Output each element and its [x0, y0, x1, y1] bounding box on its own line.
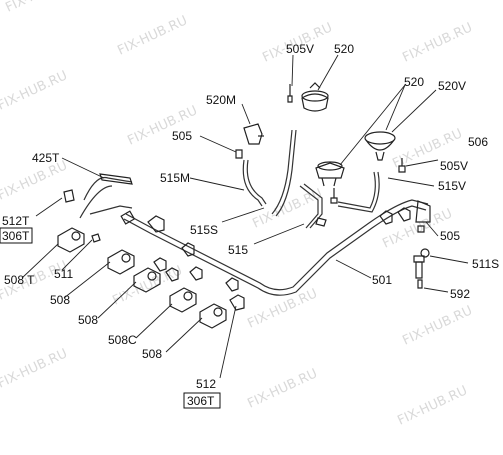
- label-520m: 520M: [206, 93, 236, 107]
- burner-cups: [243, 82, 396, 187]
- watermark: FIX-HUB.RU: [0, 346, 70, 391]
- label-505-right: 505: [440, 229, 460, 243]
- label-508-a: 508: [50, 293, 70, 307]
- watermark: FIX-HUB.RU: [3, 0, 77, 16]
- label-505-left: 505: [172, 129, 192, 143]
- boxed-labels: [0, 227, 221, 409]
- label-520-top: 520: [334, 42, 354, 56]
- watermark: FIX-HUB.RU: [0, 158, 70, 203]
- label-508-c: 508: [142, 347, 162, 361]
- label-520-right: 520: [404, 75, 424, 89]
- label-592: 592: [450, 287, 470, 301]
- watermark: FIX-HUB.RU: [245, 286, 319, 331]
- label-508c: 508C: [108, 333, 137, 347]
- label-511: 511: [54, 267, 73, 281]
- thermocouple-and-parts: [63, 173, 430, 289]
- watermark: FIX-HUB.RU: [245, 366, 319, 411]
- watermark: FIX-HUB.RU: [400, 303, 474, 348]
- label-515: 515: [228, 243, 248, 257]
- label-512-bottom: 512: [196, 377, 216, 391]
- watermark: FIX-HUB.RU: [395, 383, 469, 428]
- watermark: FIX-HUB.RU: [0, 68, 70, 113]
- label-512t-left: 512T: [2, 214, 30, 228]
- label-306t-bottom: 306T: [187, 394, 215, 408]
- watermark: FIX-HUB.RU: [115, 13, 189, 58]
- part-labels: 505V 520 520 520M 520V 505 506 505V 425T…: [2, 42, 499, 408]
- label-515m: 515M: [160, 171, 190, 185]
- gas-taps: [57, 227, 227, 329]
- feed-tubes: [242, 129, 380, 229]
- label-515v: 515V: [438, 179, 466, 193]
- leader-lines: [21, 54, 469, 379]
- label-306t-left: 306T: [2, 229, 30, 243]
- label-505v-right: 505V: [440, 159, 468, 173]
- label-508t: 508 T: [4, 273, 35, 287]
- watermark-layer: FIX-HUB.RU FIX-HUB.RU FIX-HUB.RU FIX-HUB…: [0, 0, 475, 429]
- injectors: [235, 84, 425, 233]
- label-501: 501: [372, 273, 392, 287]
- label-520v: 520V: [438, 79, 466, 93]
- watermark: FIX-HUB.RU: [400, 20, 474, 65]
- label-508-b: 508: [78, 313, 98, 327]
- label-511s: 511S: [472, 257, 499, 271]
- label-425t: 425T: [32, 151, 60, 165]
- gas-manifold-501: [120, 199, 431, 311]
- label-515s-mid: 515S: [190, 223, 218, 237]
- label-506: 506: [468, 135, 488, 149]
- label-505v-top: 505V: [286, 42, 314, 56]
- watermark: FIX-HUB.RU: [110, 263, 184, 308]
